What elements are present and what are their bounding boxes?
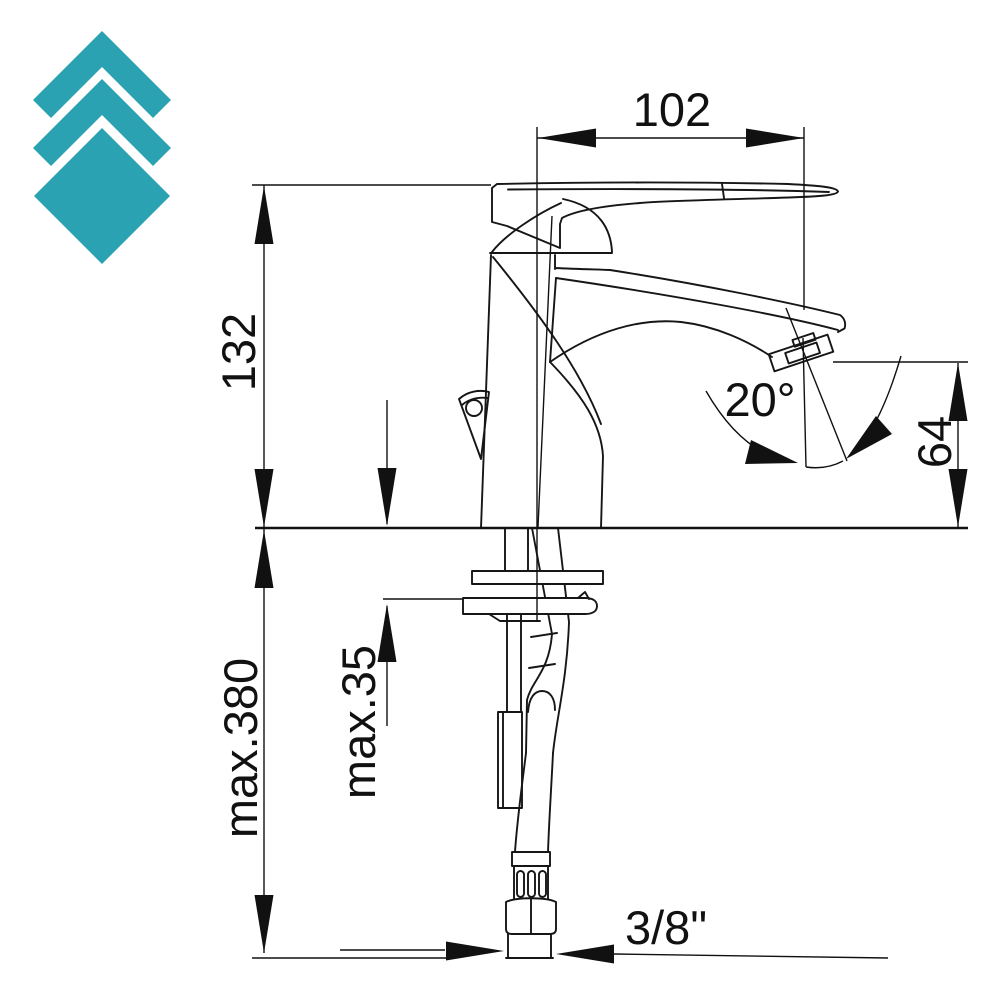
- spout-second-edge: [555, 277, 839, 331]
- dim-label-max-hose-depth: max.380: [214, 658, 267, 838]
- handle-joint-curve: [562, 198, 613, 253]
- aerator-outer: [767, 333, 835, 373]
- dim-label-thread-size: 3/8": [625, 901, 707, 954]
- hose-tick-2: [528, 663, 556, 669]
- dimension-arrows: [254, 128, 968, 964]
- rod-clamp: [497, 711, 523, 809]
- spout-front-edge: [549, 277, 557, 363]
- arrow-depth-bottom: [254, 895, 274, 953]
- logo-chevron-middle: [33, 79, 171, 166]
- leader-thread-right: [613, 953, 889, 959]
- crimp-slot-1: [516, 870, 525, 898]
- arrow-thread-right: [556, 944, 614, 964]
- arrow-deck-up: [377, 604, 397, 662]
- arrow-angle-left: [745, 440, 798, 464]
- arrow-spout-reach-left: [538, 128, 596, 148]
- thread-end: [505, 933, 554, 959]
- hose-lower-right: [547, 752, 554, 853]
- aerator-inner: [784, 341, 821, 365]
- dim-label-spout-reach: 102: [633, 83, 711, 136]
- flange-clip: [488, 613, 541, 622]
- faucet-outline: [458, 181, 847, 529]
- body-inner-sweep: [492, 256, 602, 425]
- hose-upper-left: [525, 527, 553, 754]
- below-deck-assembly: [462, 527, 604, 959]
- arrow-outlet-top: [948, 363, 968, 421]
- dim-label-outlet-height: 64: [908, 416, 961, 468]
- dim-label-height-to-spout: 132: [212, 313, 265, 391]
- arrow-deck-down: [377, 468, 397, 526]
- crimp-collar: [511, 851, 551, 867]
- hang-tag-eyelet: [465, 399, 483, 417]
- aerator: [767, 332, 835, 373]
- lever-inner-line: [507, 188, 830, 193]
- hose-upper-right: [552, 527, 570, 754]
- logo-mark: [33, 31, 171, 264]
- handle-socket-arc: [491, 202, 562, 253]
- threaded-shank: [504, 527, 529, 572]
- arrow-angle-right: [846, 416, 892, 459]
- popup-rod: [506, 613, 522, 713]
- angle-ray-vertical: [802, 337, 807, 468]
- aerator-cap: [791, 332, 817, 348]
- arrow-depth-top: [254, 530, 274, 588]
- hose-lower-left: [514, 752, 527, 853]
- crimp-slot-2: [527, 870, 536, 898]
- dimension-lines: [252, 127, 968, 959]
- spout-top-edge: [609, 269, 847, 333]
- spout-underbelly: [549, 320, 773, 363]
- angle-arc-small: [805, 460, 844, 469]
- body-right-edge: [549, 361, 604, 529]
- lever-handle: [491, 181, 839, 249]
- mounting-flange: [462, 597, 598, 615]
- arrow-height-bottom: [254, 469, 274, 527]
- dimension-labels: 102 132 20° 64 max.380 max.35 3/8": [212, 83, 961, 954]
- logo-chevron-top: [33, 31, 171, 118]
- hose-tick-1: [530, 632, 558, 638]
- crimp-slot-3: [538, 870, 547, 898]
- internal-hose-line: [537, 215, 553, 528]
- cartridge-step: [554, 254, 611, 271]
- arrow-height-top: [254, 186, 274, 244]
- logo-diamond: [34, 128, 170, 264]
- hang-tag-inner-edge: [461, 396, 488, 406]
- angle-ray-tilted: [785, 307, 848, 462]
- dim-label-max-deck-thickness: max.35: [332, 645, 385, 799]
- flange-notch: [577, 591, 590, 600]
- hose-liner-dome: [527, 690, 556, 713]
- lever-tick: [721, 183, 725, 199]
- dim-label-spray-angle: 20°: [724, 373, 795, 426]
- arrow-spout-reach-right: [746, 128, 804, 148]
- arrow-thread-left: [446, 941, 504, 961]
- hang-tag: [458, 389, 490, 460]
- arrow-outlet-bottom: [948, 469, 968, 527]
